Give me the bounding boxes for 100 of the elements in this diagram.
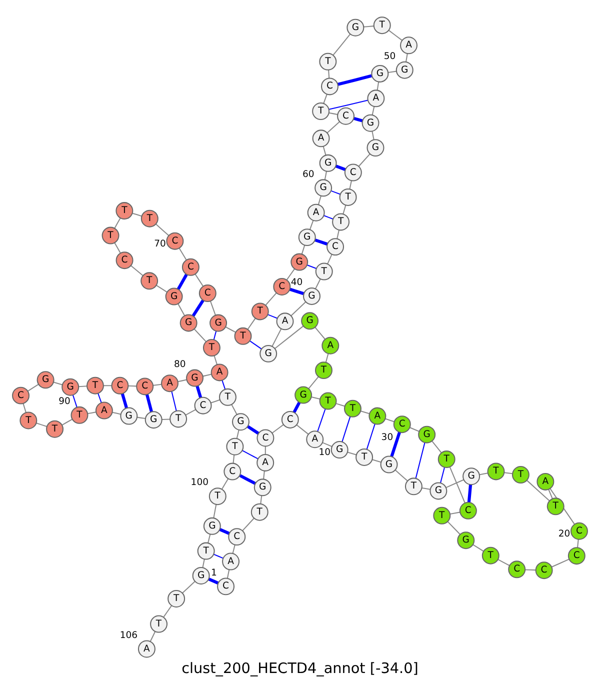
node-circle: T	[197, 542, 215, 560]
node-circle: G	[430, 482, 448, 500]
node-circle: G	[165, 287, 183, 305]
connector	[335, 164, 346, 170]
connector	[208, 577, 219, 584]
connector	[472, 544, 484, 552]
connector	[137, 416, 146, 419]
node-circle: T	[168, 590, 186, 607]
node-label: 70	[154, 238, 166, 249]
node-circle: T	[404, 477, 422, 495]
node-circle: G	[203, 516, 221, 534]
node-circle: T	[140, 272, 158, 290]
node-circle: C	[198, 284, 216, 302]
node-circle: G	[260, 344, 278, 362]
connector	[112, 411, 121, 414]
node-circle: A	[306, 430, 324, 448]
connector	[130, 264, 144, 276]
node-label: 50	[384, 50, 396, 62]
connector	[336, 230, 340, 238]
connector	[366, 423, 376, 449]
node-circle: A	[210, 363, 228, 381]
connector	[128, 384, 136, 386]
node-circle: C	[393, 415, 411, 433]
connector	[163, 604, 172, 617]
node-circle: G	[330, 440, 348, 458]
node-circle: G	[301, 312, 319, 330]
connector	[225, 326, 236, 332]
node-circle: G	[144, 410, 162, 428]
connector	[202, 373, 212, 376]
connector	[325, 353, 329, 362]
connector	[322, 442, 332, 447]
node-circle: T	[433, 506, 451, 524]
connector	[548, 488, 553, 498]
connector	[415, 442, 426, 478]
node-circle: T	[250, 502, 268, 520]
node-circle: G	[254, 478, 272, 496]
node-circle: A	[256, 453, 274, 471]
connector	[338, 74, 372, 86]
connector	[308, 376, 319, 388]
node-circle: C	[111, 376, 129, 394]
node-circle: G	[290, 252, 308, 270]
connector	[342, 204, 346, 214]
node-circle: T	[218, 388, 236, 406]
connector	[324, 170, 328, 180]
node-circle: A	[161, 374, 178, 392]
connector	[328, 99, 368, 110]
connector	[358, 153, 370, 166]
connector	[376, 81, 380, 90]
connector	[120, 392, 128, 408]
connector	[242, 450, 258, 459]
connector	[247, 424, 260, 434]
connector	[213, 330, 217, 340]
connector	[301, 244, 306, 254]
node-circle: G	[62, 378, 80, 396]
connector	[296, 424, 308, 434]
connector	[324, 214, 334, 219]
node-circle: C	[535, 561, 553, 579]
connector	[176, 273, 188, 290]
node-circle: T	[170, 410, 188, 428]
connector	[290, 301, 306, 316]
node-circle: T	[315, 262, 333, 280]
connector	[323, 94, 328, 103]
node-circle: T	[344, 399, 362, 417]
connector	[360, 410, 370, 414]
connector	[354, 116, 363, 122]
node-circle: G	[232, 412, 250, 430]
connector	[222, 478, 228, 489]
node-circle: G	[192, 566, 210, 584]
connector	[72, 394, 78, 407]
node-circle: T	[332, 212, 350, 230]
node-circle: G	[371, 64, 389, 82]
node-circle: G	[186, 368, 204, 386]
node-circle: T	[314, 361, 332, 379]
node-circle: T	[208, 487, 226, 505]
connector	[210, 300, 216, 315]
connector	[185, 408, 196, 415]
node-circle: C	[459, 501, 477, 519]
node-circle: T	[438, 450, 456, 468]
connector	[156, 223, 169, 236]
connector	[322, 146, 326, 155]
node-circle: T	[202, 338, 220, 356]
connector	[292, 401, 301, 413]
connector	[342, 416, 351, 442]
connector	[314, 326, 326, 339]
node-circle: G	[210, 314, 228, 332]
node-circle: T	[226, 437, 244, 455]
node-circle: T	[373, 16, 391, 34]
connector	[286, 268, 296, 280]
node-circle: C	[326, 238, 344, 256]
connector	[178, 248, 187, 260]
connector	[250, 340, 262, 349]
node-circle: T	[319, 52, 337, 70]
node-circle: A	[312, 129, 330, 147]
node-circle: T	[312, 102, 330, 120]
node-circle: G	[418, 425, 436, 443]
node-circle: A	[536, 472, 554, 490]
node-label: 40	[290, 276, 303, 288]
connector	[310, 220, 314, 229]
node-circle: C	[281, 410, 299, 428]
node-circle: C	[182, 258, 200, 276]
